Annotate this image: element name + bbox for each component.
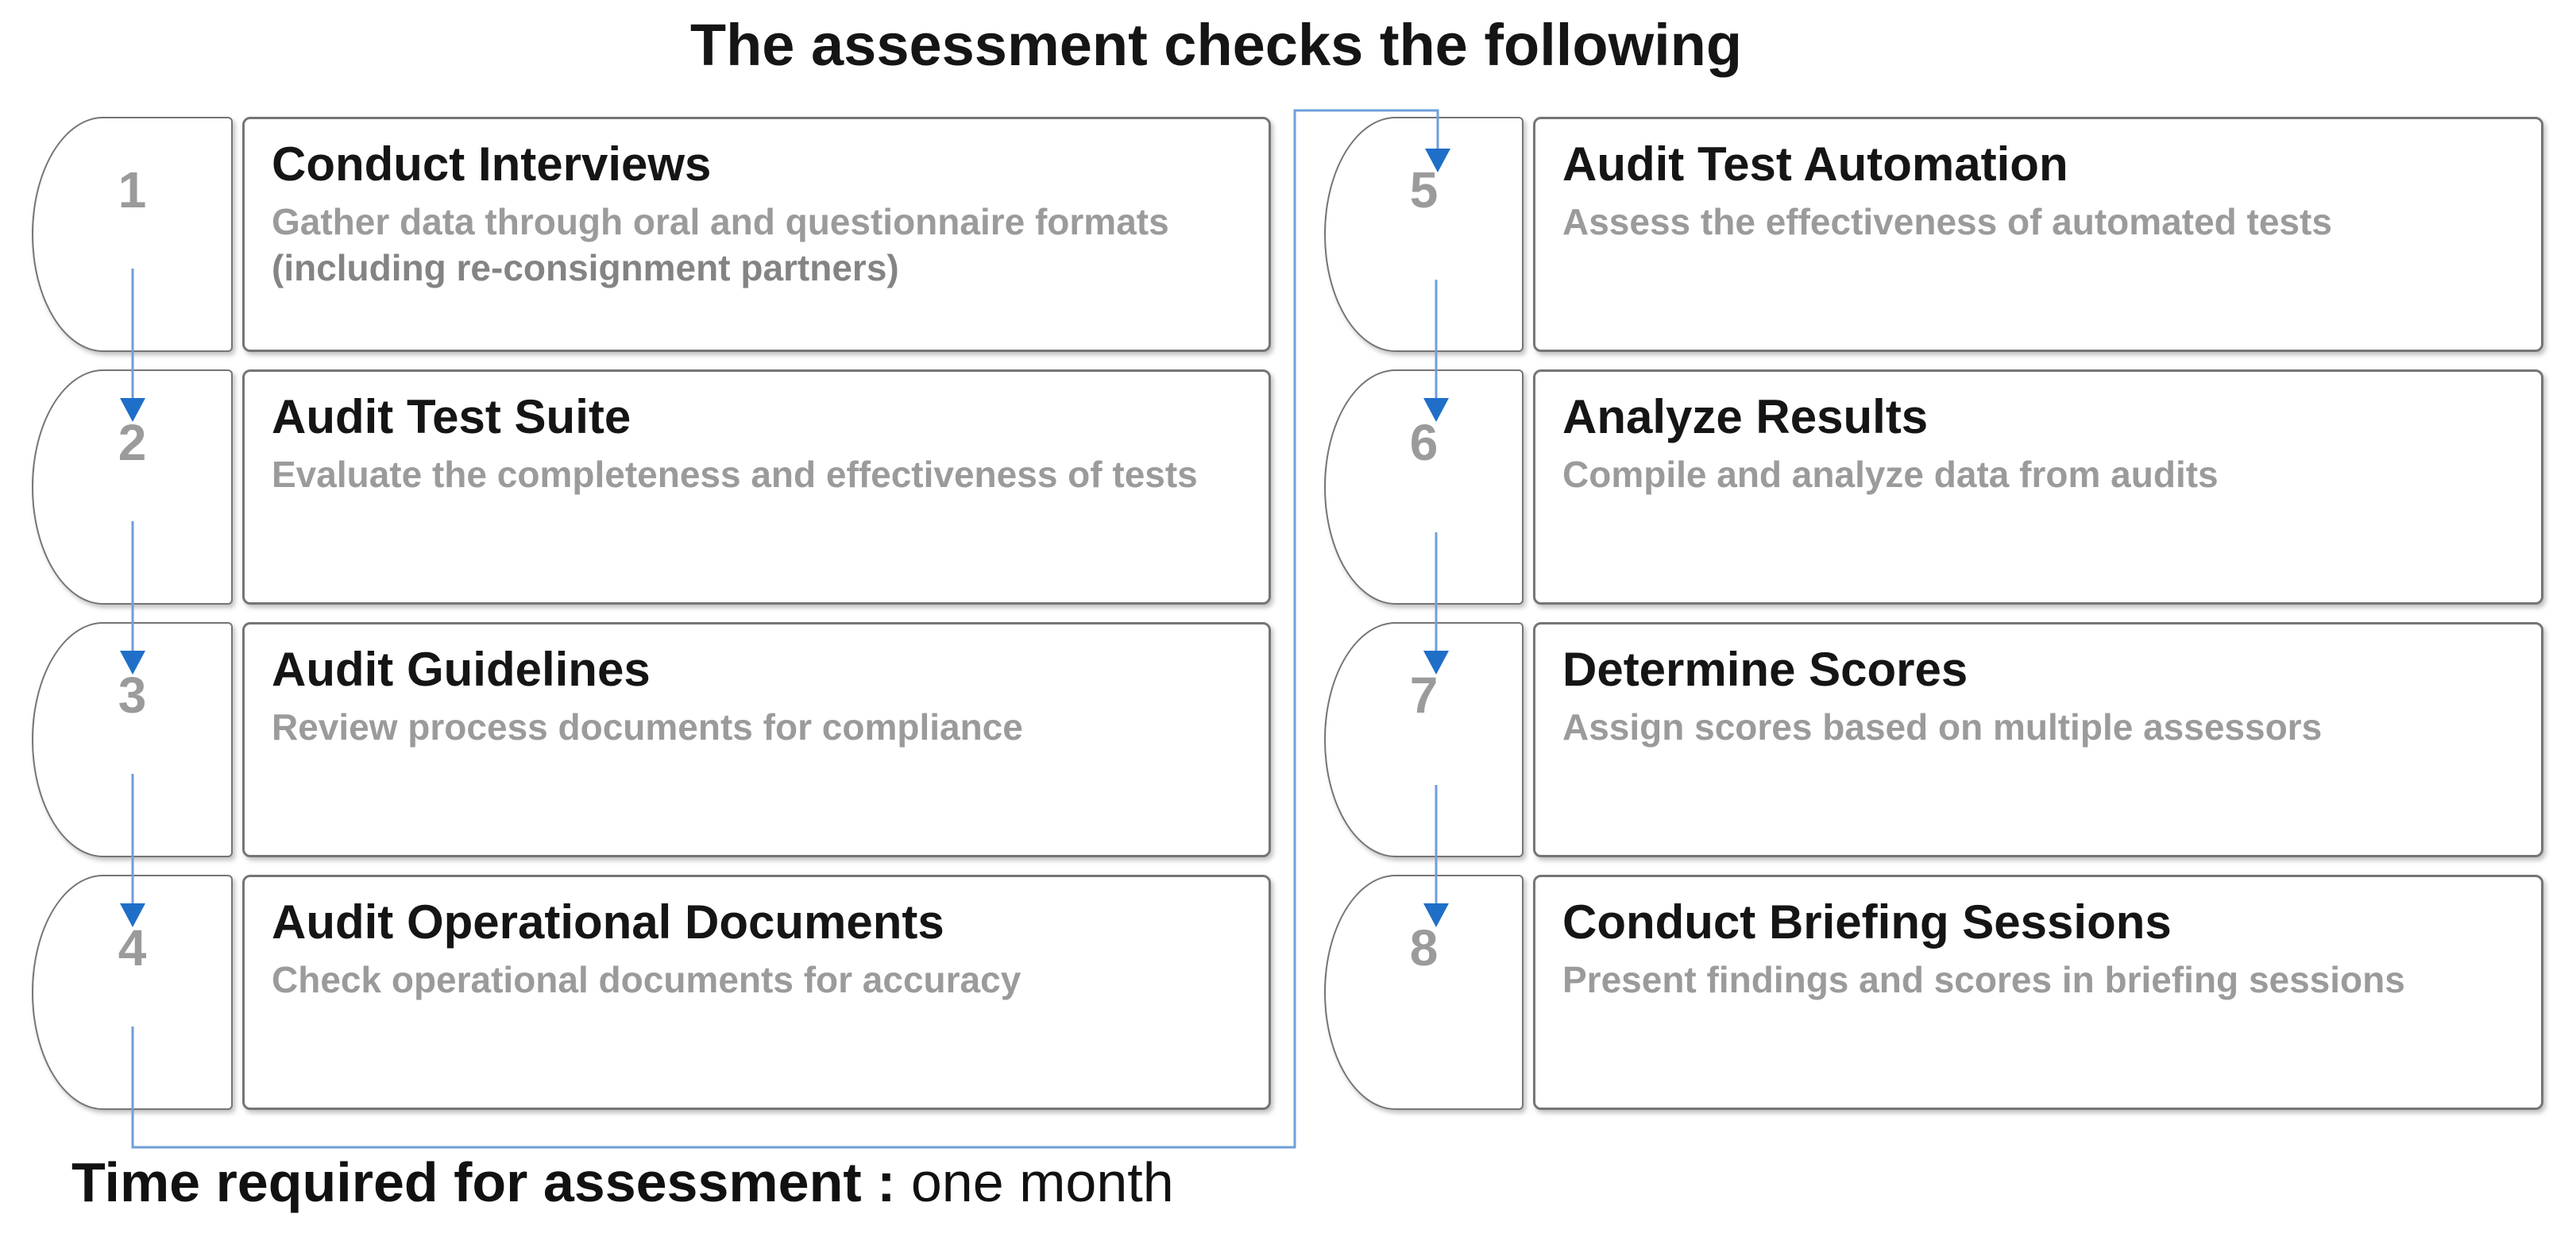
step-row-6: 6 Analyze Results Compile and analyze da… bbox=[0, 369, 2576, 605]
step-desc-7: Assign scores based on multiple assessor… bbox=[1562, 706, 2323, 748]
step-title-8: Conduct Briefing Sessions bbox=[1562, 895, 2172, 949]
step-card-8: Conduct Briefing Sessions Present findin… bbox=[1533, 875, 2543, 1110]
step-number-5: 5 bbox=[1409, 161, 1439, 218]
step-row-7: 7 Determine Scores Assign scores based o… bbox=[0, 622, 2576, 857]
step-number-pill-5: 5 bbox=[1324, 117, 1524, 352]
step-card-7: Determine Scores Assign scores based on … bbox=[1533, 622, 2543, 857]
footer-value: one month bbox=[910, 1151, 1174, 1213]
step-number-pill-6: 6 bbox=[1324, 369, 1524, 605]
step-number-pill-7: 7 bbox=[1324, 622, 1524, 857]
footer-note: Time required for assessment : one month bbox=[71, 1150, 1174, 1214]
step-row-5: 5 Audit Test Automation Assess the effec… bbox=[0, 117, 2576, 352]
step-row-8: 8 Conduct Briefing Sessions Present find… bbox=[0, 875, 2576, 1110]
step-number-7: 7 bbox=[1409, 667, 1439, 724]
step-card-5: Audit Test Automation Assess the effecti… bbox=[1533, 117, 2543, 352]
page-title: The assessment checks the following bbox=[689, 12, 1743, 78]
step-title-6: Analyze Results bbox=[1562, 390, 1929, 443]
footer-label: Time required for assessment : bbox=[71, 1151, 896, 1213]
step-desc-5: Assess the effectiveness of automated te… bbox=[1562, 201, 2332, 242]
step-number-8: 8 bbox=[1409, 919, 1439, 976]
step-desc-6: Compile and analyze data from audits bbox=[1562, 454, 2219, 495]
step-desc-8: Present findings and scores in briefing … bbox=[1562, 959, 2405, 1000]
step-number-6: 6 bbox=[1409, 414, 1439, 471]
step-title-5: Audit Test Automation bbox=[1562, 137, 2068, 191]
step-card-6: Analyze Results Compile and analyze data… bbox=[1533, 369, 2543, 605]
step-number-pill-8: 8 bbox=[1324, 875, 1524, 1110]
step-title-7: Determine Scores bbox=[1562, 643, 1968, 696]
